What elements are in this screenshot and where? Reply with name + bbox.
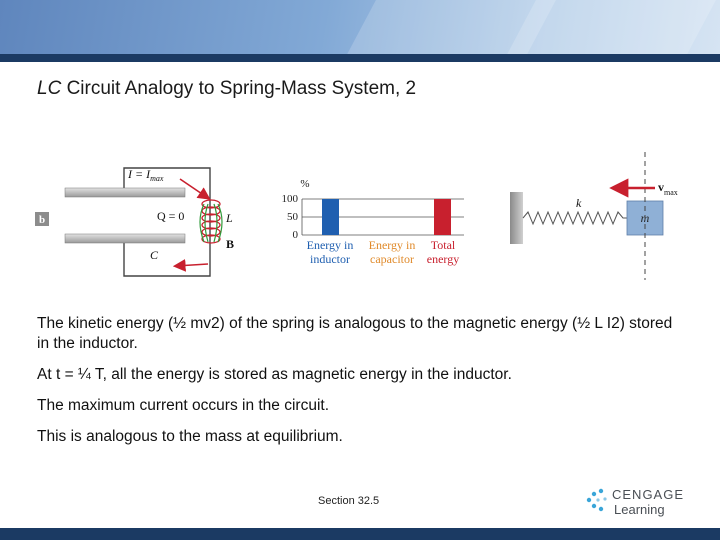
chart-tick-0: 0: [293, 229, 299, 241]
legend-capacitor-line2: capacitor: [370, 252, 414, 266]
body-paragraph-4: This is analogous to the mass at equilib…: [37, 428, 343, 445]
magnetic-field-lines: [199, 203, 223, 243]
capacitor-top-plate: [64, 187, 186, 198]
header-banner: [0, 0, 720, 54]
total-energy-bar: [434, 199, 451, 235]
capacitor-label: C: [150, 248, 159, 262]
slide-title-italic: LC: [37, 78, 62, 99]
inductor-energy-bar: [322, 199, 339, 235]
capacitor-bottom-plate: [64, 233, 186, 244]
logo-text-learning: Learning: [614, 502, 665, 517]
body-paragraph-2: At t = ¼ T, all the energy is stored as …: [37, 366, 512, 383]
chart-unit: %: [300, 178, 309, 190]
spring-label: k: [576, 196, 582, 210]
spring: [522, 210, 628, 226]
slide-body: The kinetic energy (½ mv2) of the spring…: [37, 314, 687, 458]
section-footer: Section 32.5: [318, 495, 380, 507]
current-arrow-bottom: [172, 259, 209, 272]
current-arrow-top: [179, 178, 211, 200]
current-label: I = Imax: [127, 167, 164, 183]
header-rule: [0, 54, 720, 62]
legend-total-line1: Total: [431, 238, 456, 252]
panel-label-box: [35, 212, 49, 226]
figure-svg: b I = Imax Q = 0 L B C %: [35, 152, 678, 280]
cengage-logo: CENGAGE Learning: [584, 484, 694, 520]
field-label: B: [226, 237, 234, 251]
chart-tick-100: 100: [282, 193, 299, 205]
velocity-label: vmax: [658, 180, 678, 197]
inductor-label: L: [225, 211, 233, 225]
legend-capacitor-line1: Energy in: [369, 238, 416, 252]
logo-text-cengage: CENGAGE: [612, 487, 685, 502]
legend-total-line2: energy: [427, 252, 459, 266]
analogy-figure: b I = Imax Q = 0 L B C %: [30, 148, 700, 280]
slide-title: LC Circuit Analogy to Spring-Mass System…: [37, 78, 416, 100]
slide-title-text: Circuit Analogy to Spring-Mass System, 2: [61, 78, 417, 99]
chart-tick-50: 50: [287, 211, 299, 223]
footer-rule: [0, 528, 720, 540]
body-paragraph-1: The kinetic energy (½ mv2) of the spring…: [37, 315, 673, 352]
panel-label: b: [39, 214, 45, 226]
cengage-mark-icon: [586, 488, 607, 512]
body-paragraph-3: The maximum current occurs in the circui…: [37, 397, 330, 414]
wall: [510, 192, 523, 244]
charge-label: Q = 0: [157, 209, 184, 223]
legend-inductor-line2: inductor: [310, 252, 350, 266]
legend-inductor-line1: Energy in: [307, 238, 354, 252]
